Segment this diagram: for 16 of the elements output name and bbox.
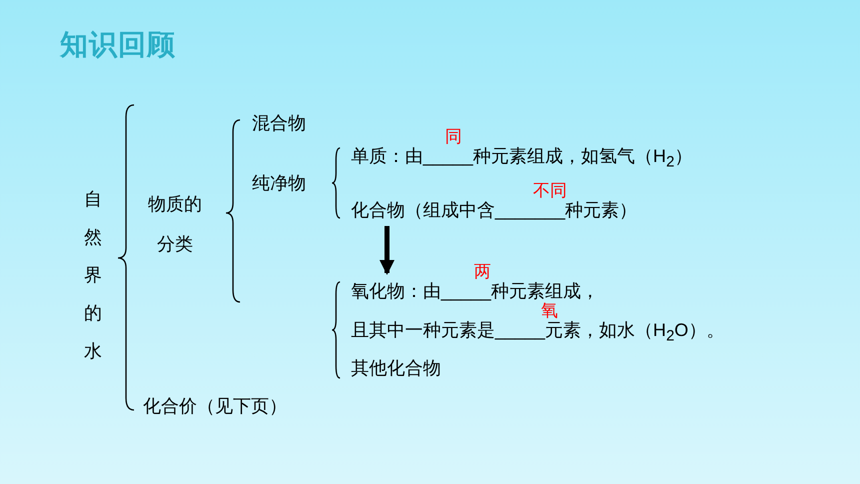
category-label: 化合价（见下页） [143,395,287,418]
answer-text: 两 [474,264,491,280]
arrow [380,226,394,275]
category-label: 混合物 [252,112,306,135]
definition-text: 单质：由_____种元素组成，如氢气（H$_{2}$） [351,146,692,173]
definition-text: 且其中一种元素是_____元素，如水（H$_{2}$O）。 [351,320,724,347]
answer-text: 同 [445,129,462,145]
category-label: 物质的分类 [147,193,203,256]
category-label: 纯净物 [252,172,306,195]
category-label: 其他化合物 [351,357,441,380]
definition-text: 氧化物：由_____种元素组成， [351,281,600,301]
answer-text: 氧 [541,303,558,319]
slide-title: 知识回顾 [60,28,176,62]
definition-text: 化合物（组成中含_______种元素） [351,200,638,220]
answer-text: 不同 [533,183,567,199]
vertical-heading: 自然界的水 [84,188,103,363]
